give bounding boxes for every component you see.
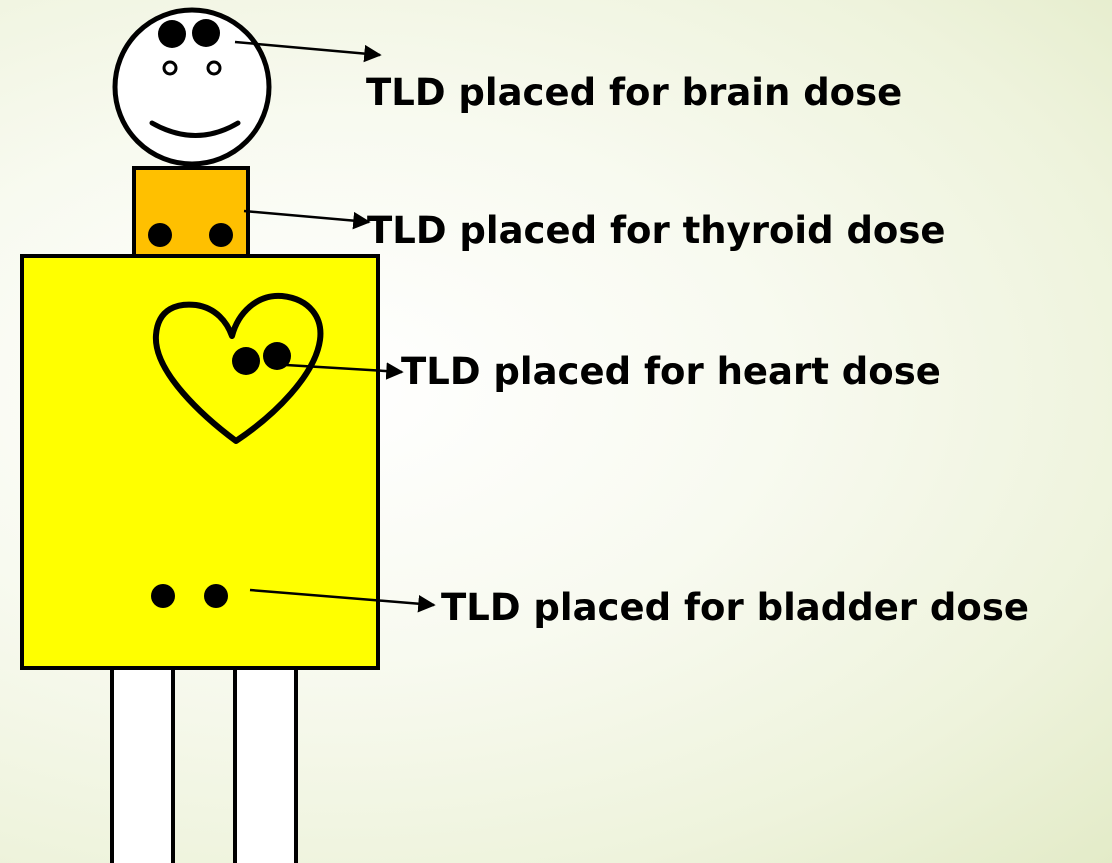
brain-dose-label: TLD placed for brain dose <box>366 74 902 111</box>
torso <box>22 256 378 668</box>
bladder-dosimeter-left <box>151 584 175 608</box>
left-eye <box>164 62 176 74</box>
smiley-face-icon <box>115 10 269 164</box>
brain-dosimeter-left <box>158 20 186 48</box>
bladder-dose-label: TLD placed for bladder dose <box>441 589 1029 626</box>
thyroid-dosimeter-left <box>148 223 172 247</box>
thyroid-dosimeter-right <box>209 223 233 247</box>
right-leg <box>235 668 296 863</box>
thyroid-arrow-icon <box>244 211 369 222</box>
bladder-dosimeter-right <box>204 584 228 608</box>
heart-dose-label: TLD placed for heart dose <box>401 353 941 390</box>
neck <box>134 168 248 258</box>
right-eye <box>208 62 220 74</box>
left-leg <box>112 668 173 863</box>
heart-dosimeter-left <box>232 347 260 375</box>
head <box>115 10 269 164</box>
brain-dosimeter-right <box>192 19 220 47</box>
thyroid-dose-label: TLD placed for thyroid dose <box>367 212 945 249</box>
